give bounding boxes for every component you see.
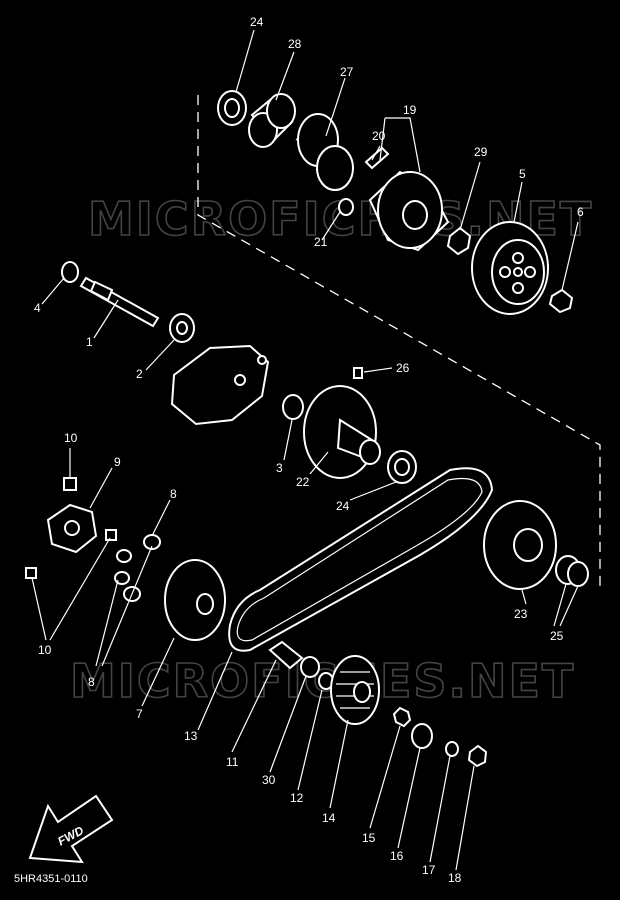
part-24-top-seal xyxy=(217,90,247,126)
callout-8-top: 8 xyxy=(170,487,177,501)
callout-25: 25 xyxy=(550,629,564,643)
part-9-cam xyxy=(46,503,98,554)
callout-23: 23 xyxy=(514,607,528,621)
part-26-pin xyxy=(353,367,363,379)
callouts: 24 28 27 19 20 29 5 6 21 4 1 2 26 3 22 2… xyxy=(34,15,584,885)
part-25-circlip xyxy=(555,555,589,587)
callout-11: 11 xyxy=(226,755,239,769)
callout-27: 27 xyxy=(340,65,354,79)
callout-19: 19 xyxy=(403,103,417,117)
part-28-bushing xyxy=(248,93,296,148)
part-27-spring xyxy=(295,113,354,191)
callout-17: 17 xyxy=(422,863,436,877)
callout-24-top: 24 xyxy=(250,15,264,29)
callout-13: 13 xyxy=(184,729,198,743)
part-7-movable-sheave xyxy=(164,559,226,641)
callout-15: 15 xyxy=(362,831,376,845)
part-13-v-belt xyxy=(228,467,494,652)
part-8-weights xyxy=(114,534,161,602)
callout-3: 3 xyxy=(276,461,283,475)
callout-2: 2 xyxy=(136,367,143,381)
callout-26: 26 xyxy=(396,361,410,375)
callout-1: 1 xyxy=(86,335,93,349)
callout-24-mid: 24 xyxy=(336,499,350,513)
part-16-nut xyxy=(411,723,433,749)
part-18-nut xyxy=(467,744,488,768)
callout-9: 9 xyxy=(114,455,121,469)
callout-30: 30 xyxy=(262,773,276,787)
assembly-outline xyxy=(197,95,601,590)
callout-10-bottom: 10 xyxy=(38,643,52,657)
callout-6: 6 xyxy=(577,205,584,219)
part-6-nut xyxy=(548,288,574,314)
callout-16: 16 xyxy=(390,849,404,863)
part-24-seal xyxy=(387,450,417,484)
part-21-washer xyxy=(338,198,354,216)
callout-21: 21 xyxy=(314,235,328,249)
part-15-ratchet xyxy=(392,706,412,728)
callout-28: 28 xyxy=(288,37,302,51)
callout-18: 18 xyxy=(448,871,462,885)
callout-12: 12 xyxy=(290,791,304,805)
callout-22: 22 xyxy=(296,475,310,489)
callout-20: 20 xyxy=(372,129,386,143)
gear-cover xyxy=(170,344,270,426)
callout-4: 4 xyxy=(34,301,41,315)
leader-lines xyxy=(31,29,579,871)
part-4-bearing xyxy=(61,261,79,283)
part-19-clutch-carrier xyxy=(368,170,450,252)
callout-7: 7 xyxy=(136,707,143,721)
part-30-washer xyxy=(300,656,320,678)
callout-29: 29 xyxy=(474,145,488,159)
part-2-bearing xyxy=(169,313,195,343)
part-23-fixed-sheave xyxy=(483,500,557,590)
part-11-collar xyxy=(268,640,304,670)
part-22-sliding-sheave xyxy=(303,385,381,479)
fwd-arrow-icon: FWD xyxy=(28,794,114,864)
part-3-oring xyxy=(282,394,304,420)
drawing-code: 5HR4351-0110 xyxy=(14,873,88,885)
part-14-fan-sheave xyxy=(330,655,380,725)
part-5-clutch-housing xyxy=(471,221,549,315)
part-17-washer xyxy=(445,741,459,757)
callout-5: 5 xyxy=(519,167,526,181)
part-1-shaft xyxy=(79,276,160,328)
callout-14: 14 xyxy=(322,811,336,825)
callout-8-bottom: 8 xyxy=(88,675,95,689)
callout-10-top: 10 xyxy=(64,431,78,445)
